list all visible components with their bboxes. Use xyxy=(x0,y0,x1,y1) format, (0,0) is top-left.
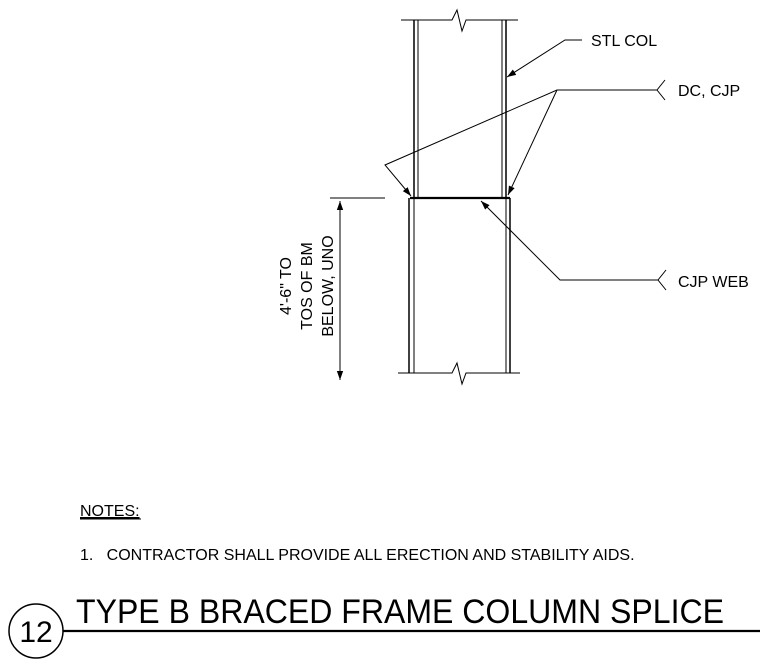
dimension-text: 4'-6" TO TOS OF BM BELOW, UNO xyxy=(278,235,337,336)
dimension-text-line-3: BELOW, UNO xyxy=(320,235,337,336)
notes-heading: NOTES: xyxy=(80,503,140,520)
dimension-text-line-1: 4'-6" TO xyxy=(278,257,295,315)
lower-column xyxy=(398,198,520,386)
stl-col-label: STL COL xyxy=(591,33,657,50)
dc-cjp-label: DC, CJP xyxy=(678,83,740,100)
stl-col-leader xyxy=(506,39,582,78)
dimension-text-line-2: TOS OF BM xyxy=(299,242,316,330)
dc-cjp-leader-left xyxy=(384,89,657,197)
upper-column xyxy=(401,8,518,197)
top-break-line xyxy=(401,8,518,33)
dc-cjp-leader-right xyxy=(507,89,558,196)
note-item-1: 1. CONTRACTOR SHALL PROVIDE ALL ERECTION… xyxy=(80,547,635,564)
bottom-break-line xyxy=(398,361,520,386)
cjp-web-tick xyxy=(657,269,667,291)
detail-number: 12 xyxy=(19,616,52,649)
cjp-web-label: CJP WEB xyxy=(678,274,749,291)
detail-title: TYPE B BRACED FRAME COLUMN SPLICE xyxy=(76,593,724,631)
dc-cjp-tick xyxy=(656,79,666,101)
cjp-web-leader xyxy=(480,200,658,281)
